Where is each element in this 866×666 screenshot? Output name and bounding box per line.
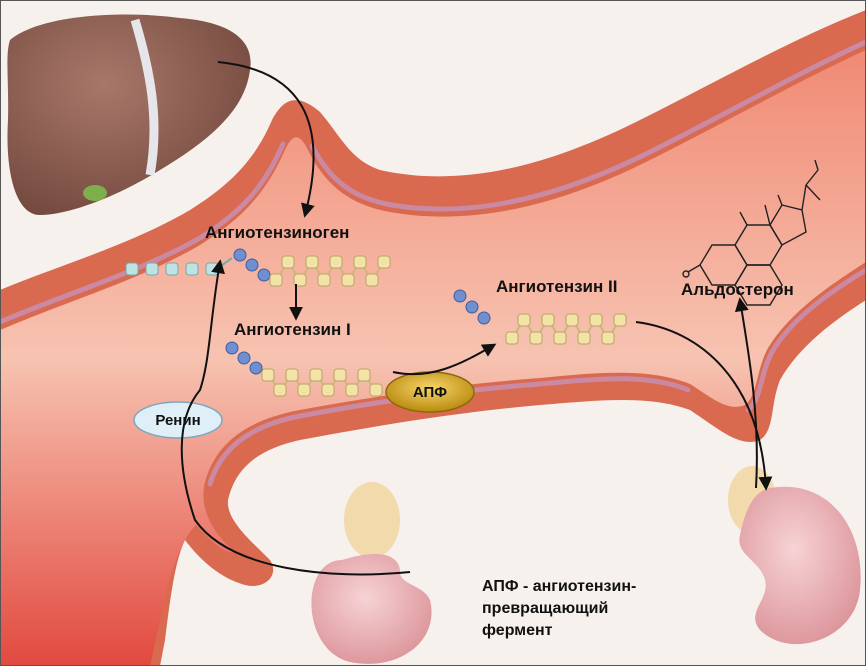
angiotensinogen-label: Ангиотензиноген <box>205 223 349 243</box>
ace-label: АПФ <box>386 372 474 412</box>
ace-definition-note: АПФ - ангиотензин- превращающий фермент <box>482 576 722 642</box>
aldosterone-label: Альдостерон <box>681 280 794 300</box>
ace-definition-line-3: фермент <box>482 620 722 642</box>
gallbladder <box>83 185 107 201</box>
angiotensin-2-label: Ангиотензин II <box>496 277 617 297</box>
ace-definition-line-1: АПФ - ангиотензин- <box>482 576 722 598</box>
renin-label: Ренин <box>134 402 222 438</box>
ace-definition-line-2: превращающий <box>482 598 722 620</box>
angiotensin-1-label: Ангиотензин I <box>234 320 351 340</box>
left-adrenal-gland <box>344 482 400 558</box>
